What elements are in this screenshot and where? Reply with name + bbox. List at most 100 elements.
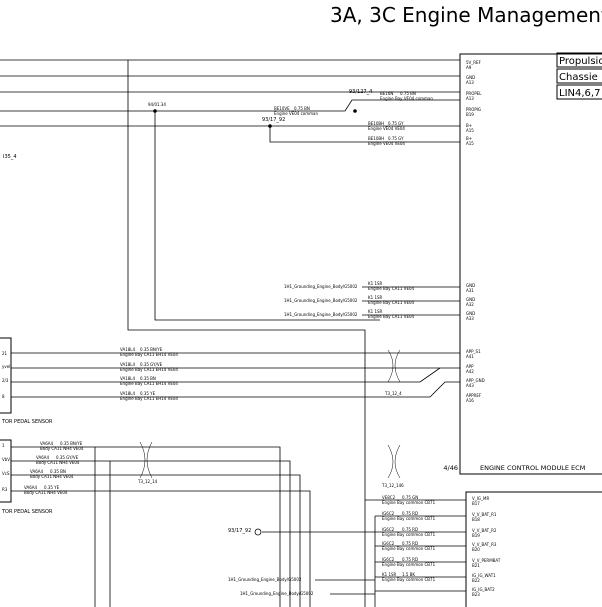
lower-wires: 93/17_92 VE8C2 0.75 GN Engine Bay common…	[228, 495, 466, 607]
wire-code: VA6A4	[30, 469, 43, 474]
connector-pin: 2/3	[2, 378, 9, 383]
wire-route: Engine Bay CA11 EH14 VE04	[120, 367, 178, 372]
wire-route: Engine Bay common CB71	[382, 562, 436, 567]
ground-label: 1H1_Grounding_Engine_Body/G5002	[228, 577, 302, 582]
wire-spec: 0.35 BN/YE	[60, 441, 83, 446]
ground-code: K1 1SR	[368, 281, 383, 286]
pedal-wires: VA18L4 0.35 BN/YE Engine Bay CA11 EH14 V…	[11, 347, 460, 401]
ecm-lower-connector	[465, 491, 602, 607]
wire-route: Engine Bay common CB71	[382, 577, 436, 582]
wire	[11, 460, 291, 607]
twist-label: T3_12_4	[384, 391, 402, 396]
ground-label: 1H1_Grounding_Engine_Body/G5002	[284, 312, 358, 317]
splice-label: 94/01.34	[148, 102, 166, 107]
ecm-pins-lower: V_IG_MR B17 V_V_BAT_R1 B18 V_V_BAT_R2 B1…	[472, 496, 501, 597]
wire-spec: 0.75 RD	[402, 527, 418, 532]
wire-spec: 0.75 BN	[400, 91, 416, 96]
wire-route: Engine Bay CA11 EH14 VE04	[120, 396, 178, 401]
twisted-pair-1: T3_12_4	[384, 349, 402, 396]
wire-code: BE16N	[380, 91, 393, 96]
ecm-label-3: LIN4,6,7	[559, 88, 600, 99]
ecm-pin-num: B23	[472, 592, 480, 597]
ecm-name: ENGINE CONTROL MODULE ECM	[480, 464, 585, 472]
connector-pin: R3	[2, 487, 8, 492]
wire-code: IG6C2	[382, 541, 395, 546]
wire	[154, 111, 380, 321]
connector-pin: VbV	[2, 457, 10, 462]
wire-spec: 0.35 YE	[140, 391, 156, 396]
ecm-pins-mid: GND A31 GND A32 GND A33	[466, 283, 475, 321]
twisted-pair-2: T3_12_146	[381, 444, 404, 488]
ecm-pin-num: A32	[466, 302, 474, 307]
wire-spec: 0.75 GY	[388, 136, 404, 141]
ground-route: Engine Bay CA11 VE04	[368, 286, 415, 291]
sensor-1-label: TOR PEDAL SENSOR	[1, 419, 53, 425]
splice-label: 93/127_4	[349, 89, 372, 95]
ecm-pin-num: A9	[466, 65, 472, 70]
ecm-pin-num: B17	[472, 501, 480, 506]
ecm-pin-name: GND	[466, 311, 475, 316]
ecm-pin-name: IG_IG_BAT2	[472, 587, 495, 592]
wire-route: Engine VE04 comman	[274, 111, 318, 116]
wire-route: Engine Bay CA11 EH14 VE04	[120, 381, 178, 386]
twist-label: T3_12_14	[137, 479, 158, 484]
wire-route: Body CA11 NH4 VE04	[30, 474, 74, 479]
ground-label: 1H1_Grounding_Engine_Body/G5002	[240, 591, 314, 596]
wire-code: BE10BH	[368, 136, 384, 141]
wire-code: K1 1SR	[382, 572, 397, 577]
ecm-pin-num: B22	[472, 578, 480, 583]
ecm-pin-name: 5V_REF	[466, 60, 482, 65]
ecm-pin-num: A42	[466, 369, 474, 374]
connector-pin: 1	[2, 443, 5, 448]
pedal-sensor-2-connector	[0, 439, 12, 503]
wire-code: BE10BH	[368, 121, 384, 126]
ecm-pin-name: IG_IG_WAT1	[472, 573, 496, 578]
ecm-pin-num: A43	[466, 383, 474, 388]
wire-spec: 0.75 GY	[388, 121, 404, 126]
splice-label: 93/17_92	[228, 528, 251, 534]
ecm-pin-num: A13	[466, 80, 474, 85]
wire-spec: 0.35 BN	[140, 376, 156, 381]
wires-top	[0, 59, 460, 143]
wire	[0, 99, 460, 112]
wire-code: VA18L4	[120, 376, 136, 381]
connector-pin: yvel	[2, 364, 10, 369]
ground-wires: 1H1_Grounding_Engine_Body/G5002 K1 1SR E…	[284, 281, 460, 319]
wire-code: VA18L4	[120, 347, 136, 352]
connector-pin: 8	[2, 394, 5, 399]
wire-route: Body CA11 NH4 VE04	[40, 446, 84, 451]
ground-label: 1H1_Grounding_Engine_Body/G5002	[284, 298, 358, 303]
ecm-pin-num: A16	[466, 398, 474, 403]
wire-spec: 0.35 GY/VE	[140, 362, 163, 367]
ecm-pins-top: 5V_REF A9 GND A13 PROPEL A13 PROPIG B19 …	[466, 60, 482, 146]
wire-code: IG6C2	[382, 557, 395, 562]
ecm-pin-num: A31	[466, 288, 474, 293]
ground-code: K1 1SR	[368, 295, 383, 300]
ecm-pin-name: PROPEL	[466, 91, 482, 96]
wire-route: Engine Bay CA11 EH14 VE04	[120, 352, 178, 357]
ecm-label-box-1	[556, 52, 602, 68]
wire-route: Engine VE04 VE04	[368, 141, 405, 146]
wire-spec: 0.75 GN	[402, 495, 418, 500]
wires-vertical	[127, 60, 380, 607]
splice-dot	[268, 124, 272, 128]
sensor-2-label: TOR PEDAL SENSOR	[1, 509, 53, 515]
wire	[11, 490, 311, 607]
ground-route: Engine Bay CA11 VE04	[368, 300, 415, 305]
ground-route: Engine Bay CA11 VE04	[368, 314, 415, 319]
ecm-label-1: Propulsio	[559, 56, 602, 67]
ecm-pin-num: B21	[472, 563, 480, 568]
ecm-pin-num: A13	[466, 96, 474, 101]
ecm-pin-num: B18	[472, 517, 480, 522]
splice-label: 93/17_92	[262, 117, 285, 123]
wire-route: Engine Bay common CB71	[382, 546, 436, 551]
ecm-pin-num: A15	[466, 128, 474, 133]
twisted-pair-3: T3_12_14	[137, 441, 158, 484]
ecm-pin-num: B19	[472, 533, 480, 538]
ecm-pin-num: B19	[466, 112, 474, 117]
splice-ring	[254, 528, 262, 536]
wire-route: Engine Bay common CB71	[382, 500, 436, 505]
connector-pin: VcS	[2, 471, 10, 476]
ecm-pin-name: V_IG_MR	[472, 496, 489, 501]
